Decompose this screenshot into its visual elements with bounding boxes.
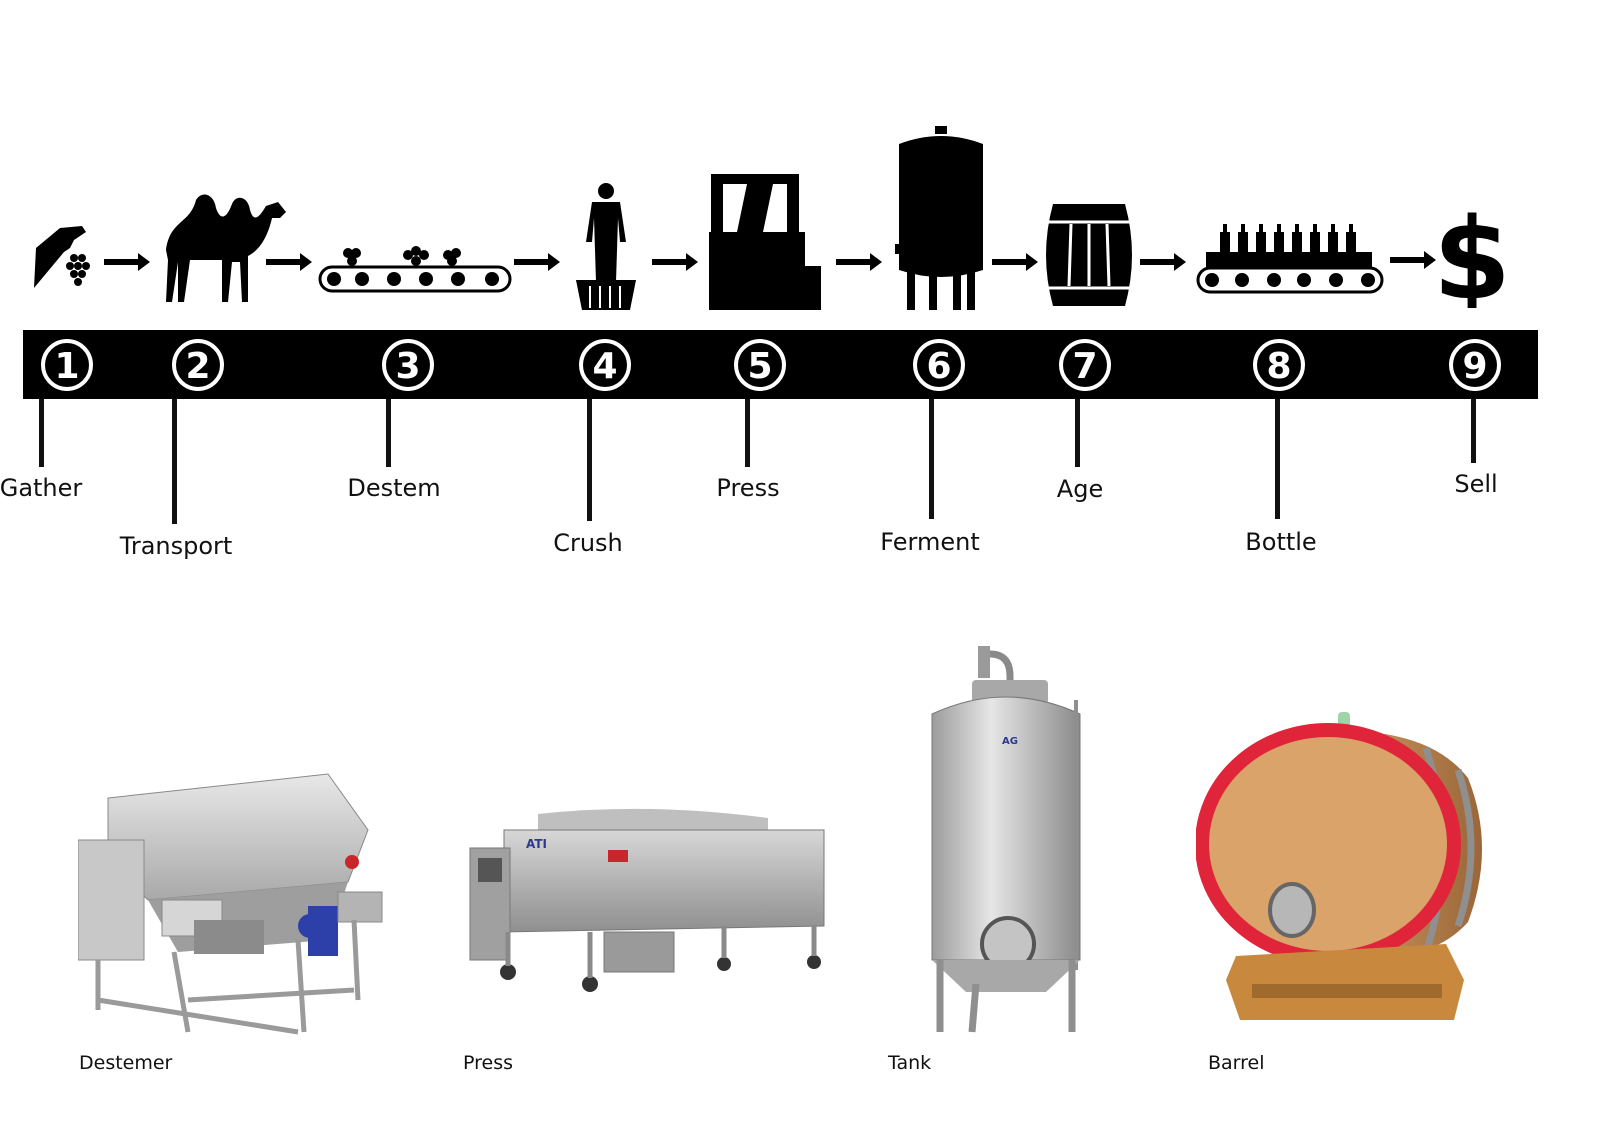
- svg-text:5: 5: [747, 346, 772, 387]
- step-tick: [745, 399, 750, 467]
- step-number-badge: 9: [1448, 338, 1502, 392]
- arrow-icon: [1140, 253, 1186, 271]
- step-tick: [386, 399, 391, 467]
- svg-text:3: 3: [395, 346, 420, 387]
- equipment-label-press: Press: [463, 1052, 514, 1074]
- step-tick: [929, 399, 934, 519]
- step-label-sell: Sell: [1454, 470, 1498, 498]
- equipment-label-destemer: Destemer: [79, 1052, 173, 1074]
- arrow-icon: [104, 253, 150, 271]
- step-label-gather: Gather: [0, 474, 83, 502]
- step-number-badge: 7: [1058, 338, 1112, 392]
- wooden-barrel-icon: [1196, 712, 1482, 1020]
- step-tick: [39, 399, 44, 467]
- step-label-crush: Crush: [553, 529, 623, 557]
- conveyor-bottles-icon: [1196, 224, 1384, 294]
- svg-text:6: 6: [926, 346, 951, 387]
- arrow-icon: [836, 253, 882, 271]
- svg-text:1: 1: [54, 346, 79, 387]
- step-label-age: Age: [1056, 475, 1104, 503]
- svg-text:9: 9: [1462, 346, 1487, 387]
- press-machine-icon: [709, 174, 821, 310]
- person-in-tub-icon: [576, 183, 636, 310]
- conveyor-grapes-icon: [318, 246, 512, 293]
- press-machine-photo-icon: ATI: [469, 808, 825, 992]
- arrow-icon: [652, 253, 698, 271]
- arrow-icon: [266, 253, 312, 271]
- camel-icon: [166, 194, 286, 302]
- arrow-icon: [1390, 251, 1436, 269]
- step-tick: [587, 399, 592, 521]
- step-tick: [1075, 399, 1080, 467]
- step-label-transport: Transport: [119, 532, 233, 560]
- step-number-badge: 6: [912, 338, 966, 392]
- step-number-badge: 4: [578, 338, 632, 392]
- svg-text:ATI: ATI: [526, 837, 547, 851]
- steel-tank-icon: AG: [931, 646, 1081, 1033]
- step-label-bottle: Bottle: [1245, 528, 1317, 556]
- arrow-icon: [992, 253, 1038, 271]
- hand-grapes-icon: [34, 226, 90, 288]
- step-label-ferment: Ferment: [880, 528, 980, 556]
- svg-text:2: 2: [185, 346, 210, 387]
- step-tick: [1471, 399, 1476, 463]
- svg-text:$: $: [1436, 198, 1508, 308]
- step-number-badge: 1: [40, 338, 94, 392]
- step-label-destem: Destem: [347, 474, 441, 502]
- barrel-icon: [1045, 204, 1133, 306]
- arrow-icon: [514, 253, 560, 271]
- dollar-icon: $: [1436, 198, 1508, 308]
- equipment-label-tank: Tank: [888, 1052, 932, 1074]
- step-tick: [172, 399, 177, 524]
- tank-icon: [895, 126, 983, 310]
- svg-text:7: 7: [1072, 346, 1097, 387]
- step-number-badge: 3: [381, 338, 435, 392]
- step-number-badge: 5: [733, 338, 787, 392]
- step-number-badge: 2: [171, 338, 225, 392]
- step-number-badge: 8: [1252, 338, 1306, 392]
- svg-text:4: 4: [592, 346, 617, 387]
- destemer-machine-icon: [78, 773, 383, 1035]
- step-label-press: Press: [716, 474, 780, 502]
- svg-text:8: 8: [1266, 346, 1291, 387]
- step-tick: [1275, 399, 1280, 519]
- svg-text:AG: AG: [1002, 736, 1018, 747]
- equipment-label-barrel: Barrel: [1208, 1052, 1265, 1074]
